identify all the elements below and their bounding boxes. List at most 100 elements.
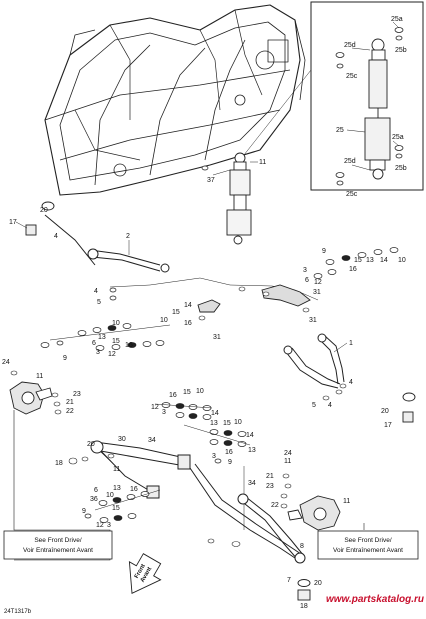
callout-34-upper: 34 (148, 437, 156, 444)
callout-25d: 25d (344, 42, 356, 49)
callout-16-mid: 16 (184, 320, 192, 327)
callout-23-left: 23 (73, 391, 81, 398)
callout-24-right: 24 (284, 450, 292, 457)
shock-absorber-inset (364, 38, 391, 180)
callout-25c: 25c (346, 73, 358, 80)
callout-3-bottom-left: 3 (107, 522, 111, 529)
callout-3-center-lower: 3 (212, 453, 216, 460)
callout-16-upper-right: 16 (349, 266, 357, 273)
callout-3-mid-left: 3 (96, 349, 100, 356)
callout-11-right-top: 11 (284, 458, 291, 465)
callout-25a: 25a (391, 16, 403, 23)
callout-4-tie-rod: 4 (349, 379, 353, 386)
chassis-frame (44, 4, 306, 196)
callout-10-bottom-left: 10 (106, 492, 114, 499)
callout-20-bottom: 20 (314, 580, 322, 587)
callout-25: 25 (336, 127, 344, 134)
tie-rod-end-right (402, 392, 416, 423)
callout-16-bottom-left: 16 (130, 486, 138, 493)
callout-25c-lower: 25c (346, 191, 358, 198)
right-steering-knuckle (287, 495, 341, 531)
center-hardware (161, 402, 247, 464)
callout-22-right: 22 (271, 502, 279, 509)
shock-detail-inset: 25a 25b 25d 25c 25 25a 25d 25b 25c (310, 1, 424, 198)
callout-15-mid-left: 15 (112, 338, 120, 345)
callout-17-right: 17 (384, 422, 392, 429)
note-left-line2: Voir Entraînement Avant (23, 547, 93, 554)
callout-10-center-lower: 10 (234, 419, 242, 426)
callout-12-center: 12 (151, 404, 159, 411)
callout-21-left: 21 (66, 399, 74, 406)
callout-12-mid-left: 12 (108, 351, 116, 358)
callout-15-center-lower: 15 (223, 420, 231, 427)
callout-20-lower-left: 20 (87, 441, 95, 448)
callout-14-upper-right: 14 (380, 257, 388, 264)
stabilizer-link (44, 214, 170, 273)
callout-11-shock: 11 (259, 159, 266, 166)
callout-17-upper-left: 17 (9, 219, 17, 226)
callout-15-center: 15 (183, 389, 191, 396)
callout-11-lower-left: 11 (113, 466, 120, 473)
callout-3-center: 3 (162, 409, 166, 416)
callout-15-upper-right: 15 (354, 257, 362, 264)
note-box-left: See Front Drive/ Voir Entraînement Avant (3, 410, 113, 561)
callout-12-bottom-left: 12 (96, 522, 104, 529)
callout-13-upper-right: 13 (366, 257, 374, 264)
callout-3-right: 3 (303, 267, 307, 274)
callout-1: 1 (349, 340, 353, 347)
note-box-right: See Front Drive/ Voir Entraînement Avant (317, 523, 419, 560)
callout-21-right: 21 (266, 473, 274, 480)
callout-31-mid: 31 (213, 334, 221, 341)
callout-13-center: 13 (210, 420, 218, 427)
callout-10-mid: 10 (160, 317, 168, 324)
callout-4-tie-rod-lower: 4 (328, 402, 332, 409)
upper-a-arm-bracket (197, 284, 311, 313)
callout-6-right: 6 (305, 277, 309, 284)
callout-22-left: 22 (66, 408, 74, 415)
callout-2: 2 (126, 233, 130, 240)
callout-4-upper-left: 4 (54, 233, 58, 240)
callout-13-bottom-left: 13 (113, 485, 121, 492)
upper-right-hardware-row (313, 247, 399, 279)
callout-34-lower: 34 (248, 480, 256, 487)
callout-15-bottom-left: 15 (112, 505, 120, 512)
callout-18-lower-left: 18 (55, 460, 63, 467)
callout-25b-lower: 25b (395, 165, 407, 172)
note-right-line2: Voir Entraînement Avant (333, 547, 403, 554)
front-shock-absorber (226, 152, 252, 245)
callout-18-bottom: 18 (300, 603, 308, 610)
watermark: www.partskatalog.ru (326, 594, 424, 605)
callout-14-center: 14 (211, 410, 219, 417)
callout-23-right: 23 (266, 483, 274, 490)
callout-11-left: 11 (36, 373, 43, 380)
ball-joint-bottom (297, 579, 311, 601)
lower-right-a-arm (189, 463, 306, 564)
callout-9-mid-left: 9 (63, 355, 67, 362)
callout-25a-lower: 25a (392, 134, 404, 141)
callout-16-center: 16 (169, 392, 177, 399)
inset-hardware (335, 27, 404, 186)
callout-30: 30 (118, 436, 126, 443)
callout-13-center-lower: 13 (248, 447, 256, 454)
callout-9-center: 9 (228, 459, 232, 466)
tie-rod (283, 333, 345, 389)
callout-14-mid: 14 (184, 302, 192, 309)
left-steering-knuckle (9, 381, 53, 415)
callout-5-link: 5 (97, 299, 101, 306)
callout-6-bottom-left: 6 (94, 487, 98, 494)
callout-7: 7 (287, 577, 291, 584)
callout-12-right: 12 (314, 279, 322, 286)
front-direction-arrow: Front Avant (128, 553, 162, 595)
callout-24-left: 24 (2, 359, 10, 366)
callout-36: 36 (90, 496, 98, 503)
callout-37: 37 (207, 177, 215, 184)
lower-left-a-arm (90, 440, 191, 499)
callout-9-upper-right: 9 (322, 248, 326, 255)
note-right-line1: See Front Drive/ (344, 537, 392, 544)
reference-code: 24T1317b (4, 609, 32, 615)
callout-31-right: 31 (313, 289, 321, 296)
note-left-line1: See Front Drive/ (34, 537, 82, 544)
callout-6-mid-left: 6 (92, 340, 96, 347)
callout-14-center-lower: 14 (246, 432, 254, 439)
